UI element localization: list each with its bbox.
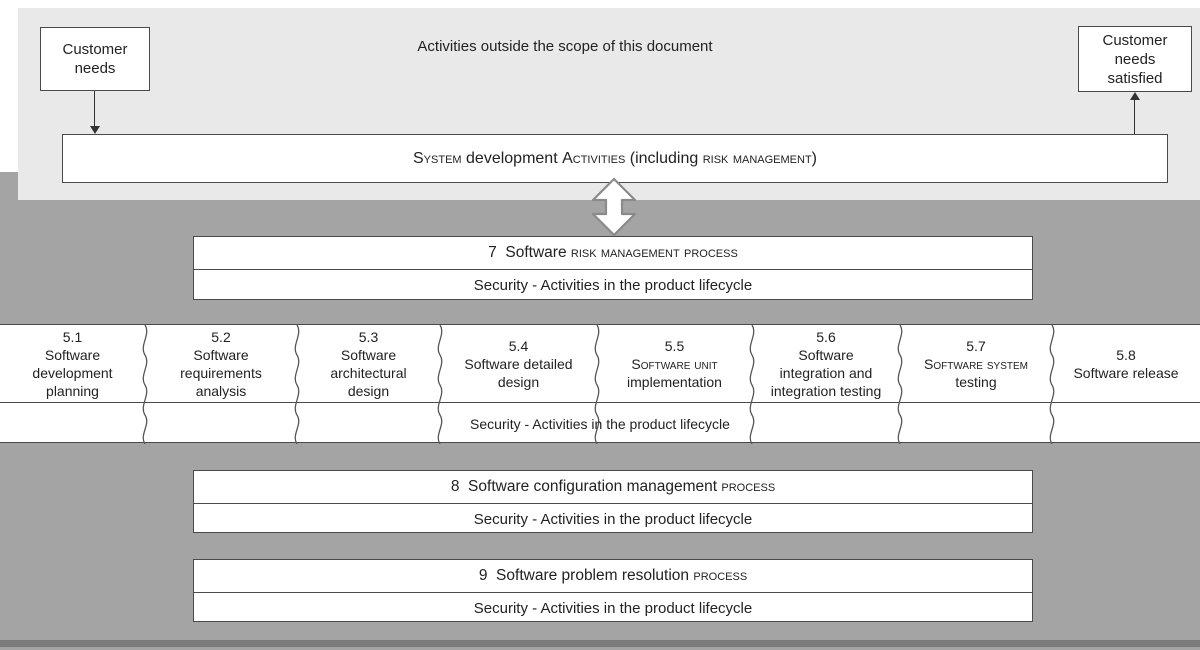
process-9-title: 9 Software problem resolution process (194, 560, 1032, 593)
process-9-box: 9 Software problem resolution process Se… (193, 559, 1033, 622)
arrow-up-icon (1130, 92, 1140, 100)
customer-needs-box: Customer needs (40, 27, 150, 91)
customer-needs-satisfied-box: Customer needs satisfied (1078, 26, 1192, 92)
process-9-title-text: 9 Software problem resolution process (478, 567, 748, 584)
stage-label-line: Software release (1073, 365, 1179, 381)
process-8-title-text: 8 Software configuration management proc… (450, 478, 776, 495)
process-8-security-row: Security - Activities in the product lif… (473, 510, 753, 528)
stage-label-line: Software unit (631, 356, 718, 372)
stage-label-line: integration testing (770, 383, 882, 399)
system-development-activities-bar: System development Activities (including… (62, 134, 1168, 183)
system-bar-label: System development Activities (including… (413, 149, 817, 167)
bidirectional-arrow-icon (591, 177, 637, 237)
band-security-row: Security - Activities in the product lif… (470, 415, 730, 432)
stage-label-line: 5.6 (816, 329, 836, 345)
stage-label-line: 5.4 (508, 338, 529, 354)
stage-label-line: Software (798, 347, 854, 363)
stage-label-line: 5.8 (1116, 347, 1136, 363)
stage-label-line: Software system (924, 356, 1028, 372)
process-7-box: 7 Software risk management process Secur… (193, 236, 1033, 300)
band-divider-line (0, 402, 1200, 403)
stage-label-line: Software (44, 347, 101, 363)
process-9-security-row: Security - Activities in the product lif… (473, 599, 753, 617)
stage-label-line: implementation (627, 374, 722, 390)
outside-scope-label: Activities outside the scope of this doc… (417, 38, 713, 55)
stage-label-line: integration and (779, 365, 873, 381)
process-7-security-row: Security - Activities in the product lif… (473, 276, 753, 294)
arrow-down-icon (90, 126, 100, 134)
stage-label-line: 5.1 (62, 329, 83, 345)
stage-label-line: development (32, 365, 113, 381)
stage-label-line: Software detailed (464, 356, 573, 372)
process-7-title-text: 7 Software risk management process (488, 244, 738, 261)
stage-label-line: design (497, 374, 540, 390)
stage-label-line: planning (46, 383, 99, 399)
wavy-separator-lines (142, 325, 1055, 444)
customer-needs-connector-line (94, 91, 95, 127)
stage-label-line: architectural (330, 365, 407, 381)
bottom-divider-bar (0, 640, 1200, 647)
stage-label-line: Software (193, 347, 249, 363)
stage-label-line: 5.5 (664, 338, 685, 354)
process-7-title: 7 Software risk management process (194, 237, 1032, 270)
stage-label-line: 5.7 (966, 338, 986, 354)
stage-label-line: requirements (180, 365, 262, 381)
stage-label-line: design (347, 383, 390, 399)
process-8-box: 8 Software configuration management proc… (193, 470, 1033, 533)
stage-label-line: 5.2 (211, 329, 231, 345)
stage-label-line: Software (340, 347, 397, 363)
stage-label-line: testing (955, 374, 997, 390)
stage-label-line: analysis (195, 383, 247, 399)
process-8-title: 8 Software configuration management proc… (194, 471, 1032, 504)
needs-satisfied-connector-line (1134, 99, 1135, 135)
stage-label-line: 5.3 (358, 329, 379, 345)
